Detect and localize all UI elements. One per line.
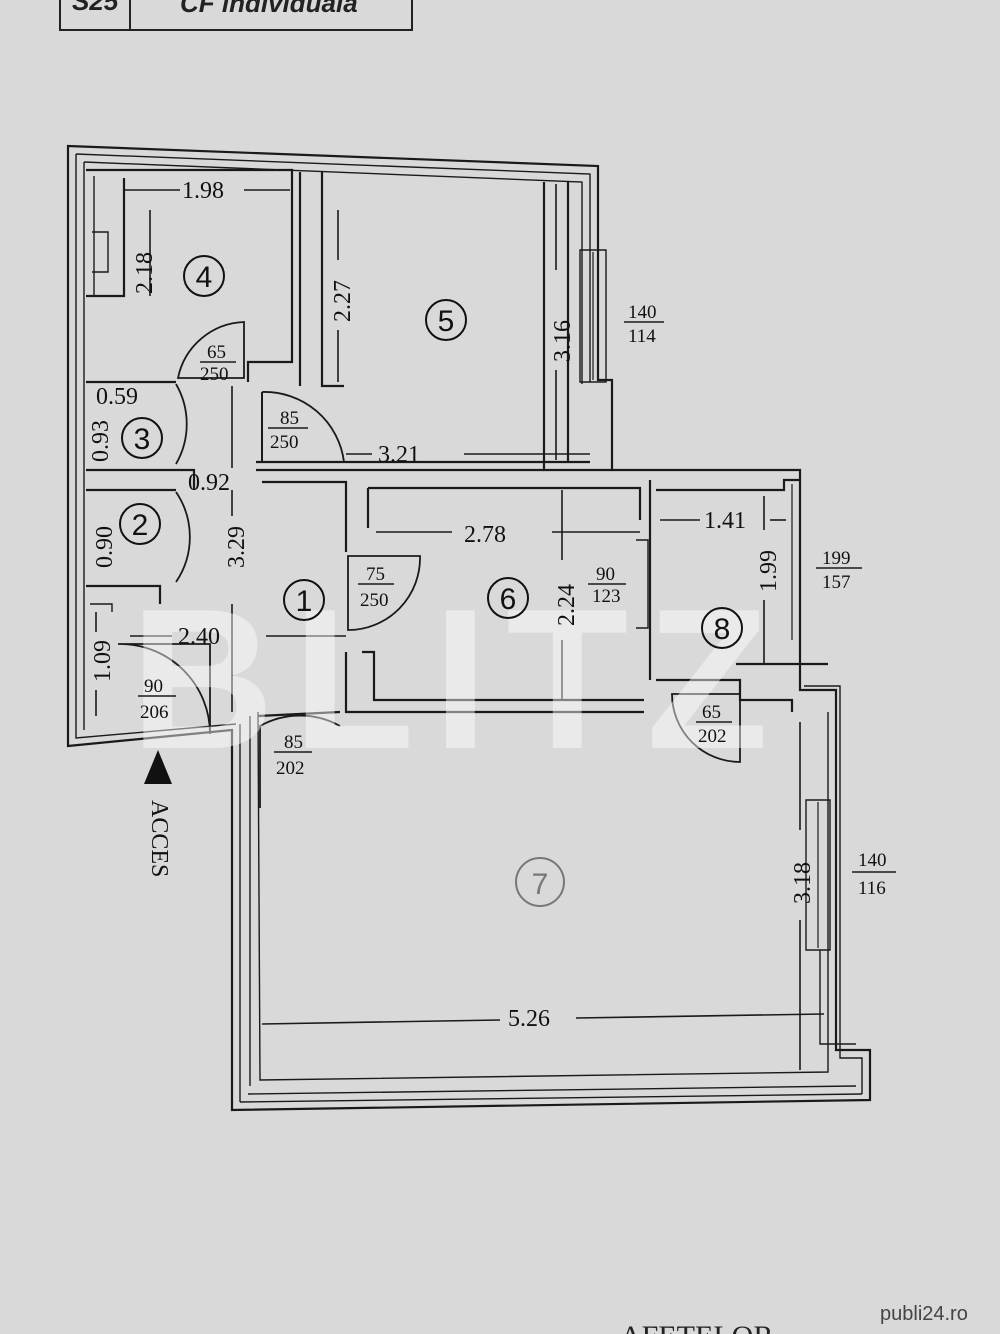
window-r7-height: 116: [858, 878, 886, 899]
room-8-marker: 8: [701, 607, 743, 649]
dim-r6-height: 2.24: [554, 584, 580, 626]
door-r6-width: 75: [366, 564, 385, 585]
door-entry: [117, 643, 211, 735]
room-2-marker: 2: [119, 503, 161, 545]
window-r8-width: 199: [822, 548, 851, 569]
dim-r7-height: 3.18: [790, 862, 816, 904]
room-7-number: 7: [532, 868, 549, 901]
dim-corridor-width: 0.92: [188, 470, 230, 496]
room-1-number: 1: [296, 585, 313, 618]
window-r8-height: 157: [822, 572, 851, 593]
window-r5-width: 140: [628, 302, 657, 323]
dim-r5-height-right: 3.16: [550, 320, 576, 362]
room-1-marker: 1: [283, 579, 325, 621]
room-2-number: 2: [132, 509, 149, 542]
dim-r7-width: 5.26: [508, 1006, 550, 1032]
dim-r5-height-left: 2.27: [330, 280, 356, 322]
room-5-marker: 5: [425, 299, 467, 341]
room-3-number: 3: [134, 423, 151, 456]
access-label: ACCES: [146, 800, 172, 877]
dimension-labels: 1.98 2.18 2.27 3.16 3.21 0.59 0.93 0.92 …: [88, 178, 816, 1032]
room-numbers: 4 5 3 2 1 6 8 7: [119, 255, 743, 907]
door-r4-width: 65: [207, 342, 226, 363]
dim-r3-width: 0.59: [96, 384, 138, 410]
room-6-marker: 6: [487, 577, 529, 619]
door-room-8: [671, 693, 741, 763]
dim-r5-width: 3.21: [378, 442, 420, 468]
dim-r3-height: 0.93: [88, 420, 114, 462]
room-5-number: 5: [438, 305, 455, 338]
room-7-marker: 7: [515, 857, 565, 907]
watermark: BLITZ: [130, 568, 787, 791]
dim-r8-height: 1.99: [756, 550, 782, 592]
door-entry-width: 90: [144, 676, 163, 697]
room-4-marker: 4: [183, 255, 225, 297]
door-entry-height: 206: [140, 702, 169, 723]
dim-r1-height: 3.29: [224, 526, 250, 568]
site-watermark: publi24.ro: [880, 1303, 968, 1325]
dimension-lines: [95, 184, 896, 1070]
door-r8-height: 202: [698, 726, 727, 747]
door-r7-height: 202: [276, 758, 305, 779]
door-room-6: [347, 555, 421, 631]
dim-r6-width: 2.78: [464, 522, 506, 548]
window-r6-height: 123: [592, 586, 621, 607]
dim-r4-height: 2.18: [132, 252, 158, 294]
window-r6-width: 90: [596, 564, 615, 585]
door-room-5: [261, 391, 345, 463]
doors: [117, 321, 741, 808]
footer-text: AFETELOR: [620, 1320, 773, 1334]
access-marker: ACCES: [144, 750, 172, 877]
outer-walls: [66, 144, 872, 1112]
window-r5-height: 114: [628, 326, 656, 347]
door-room-7: [259, 714, 341, 808]
dim-r8-width: 1.41: [704, 508, 746, 534]
door-room-3: [175, 383, 188, 465]
door-r8-width: 65: [702, 702, 721, 723]
door-r7-width: 85: [284, 732, 303, 753]
door-r5-height: 250: [270, 432, 299, 453]
header-code: S25: [72, 0, 119, 16]
door-room-2: [175, 491, 191, 583]
interior-walls: [86, 168, 856, 1045]
room-3-marker: 3: [121, 417, 163, 459]
room-6-number: 6: [500, 583, 517, 616]
door-room-4: [176, 321, 245, 379]
door-r4-height: 250: [200, 364, 229, 385]
opening-labels: 65 250 85 250 75 250 90 206 85 202 65 20…: [138, 302, 887, 899]
dim-r2-height: 0.90: [92, 526, 118, 568]
dim-entry-height: 1.09: [90, 640, 116, 682]
header-title: CF individuala: [180, 0, 358, 18]
dim-r1-width: 2.40: [178, 624, 220, 650]
dim-r4-width: 1.98: [182, 178, 224, 204]
header-box: S25 CF individuala: [59, 0, 413, 31]
room-8-number: 8: [714, 613, 731, 646]
door-r6-height: 250: [360, 590, 389, 611]
door-r5-width: 85: [280, 408, 299, 429]
window-r7-width: 140: [858, 850, 887, 871]
access-arrow-icon: [144, 750, 172, 784]
room-4-number: 4: [196, 261, 213, 294]
